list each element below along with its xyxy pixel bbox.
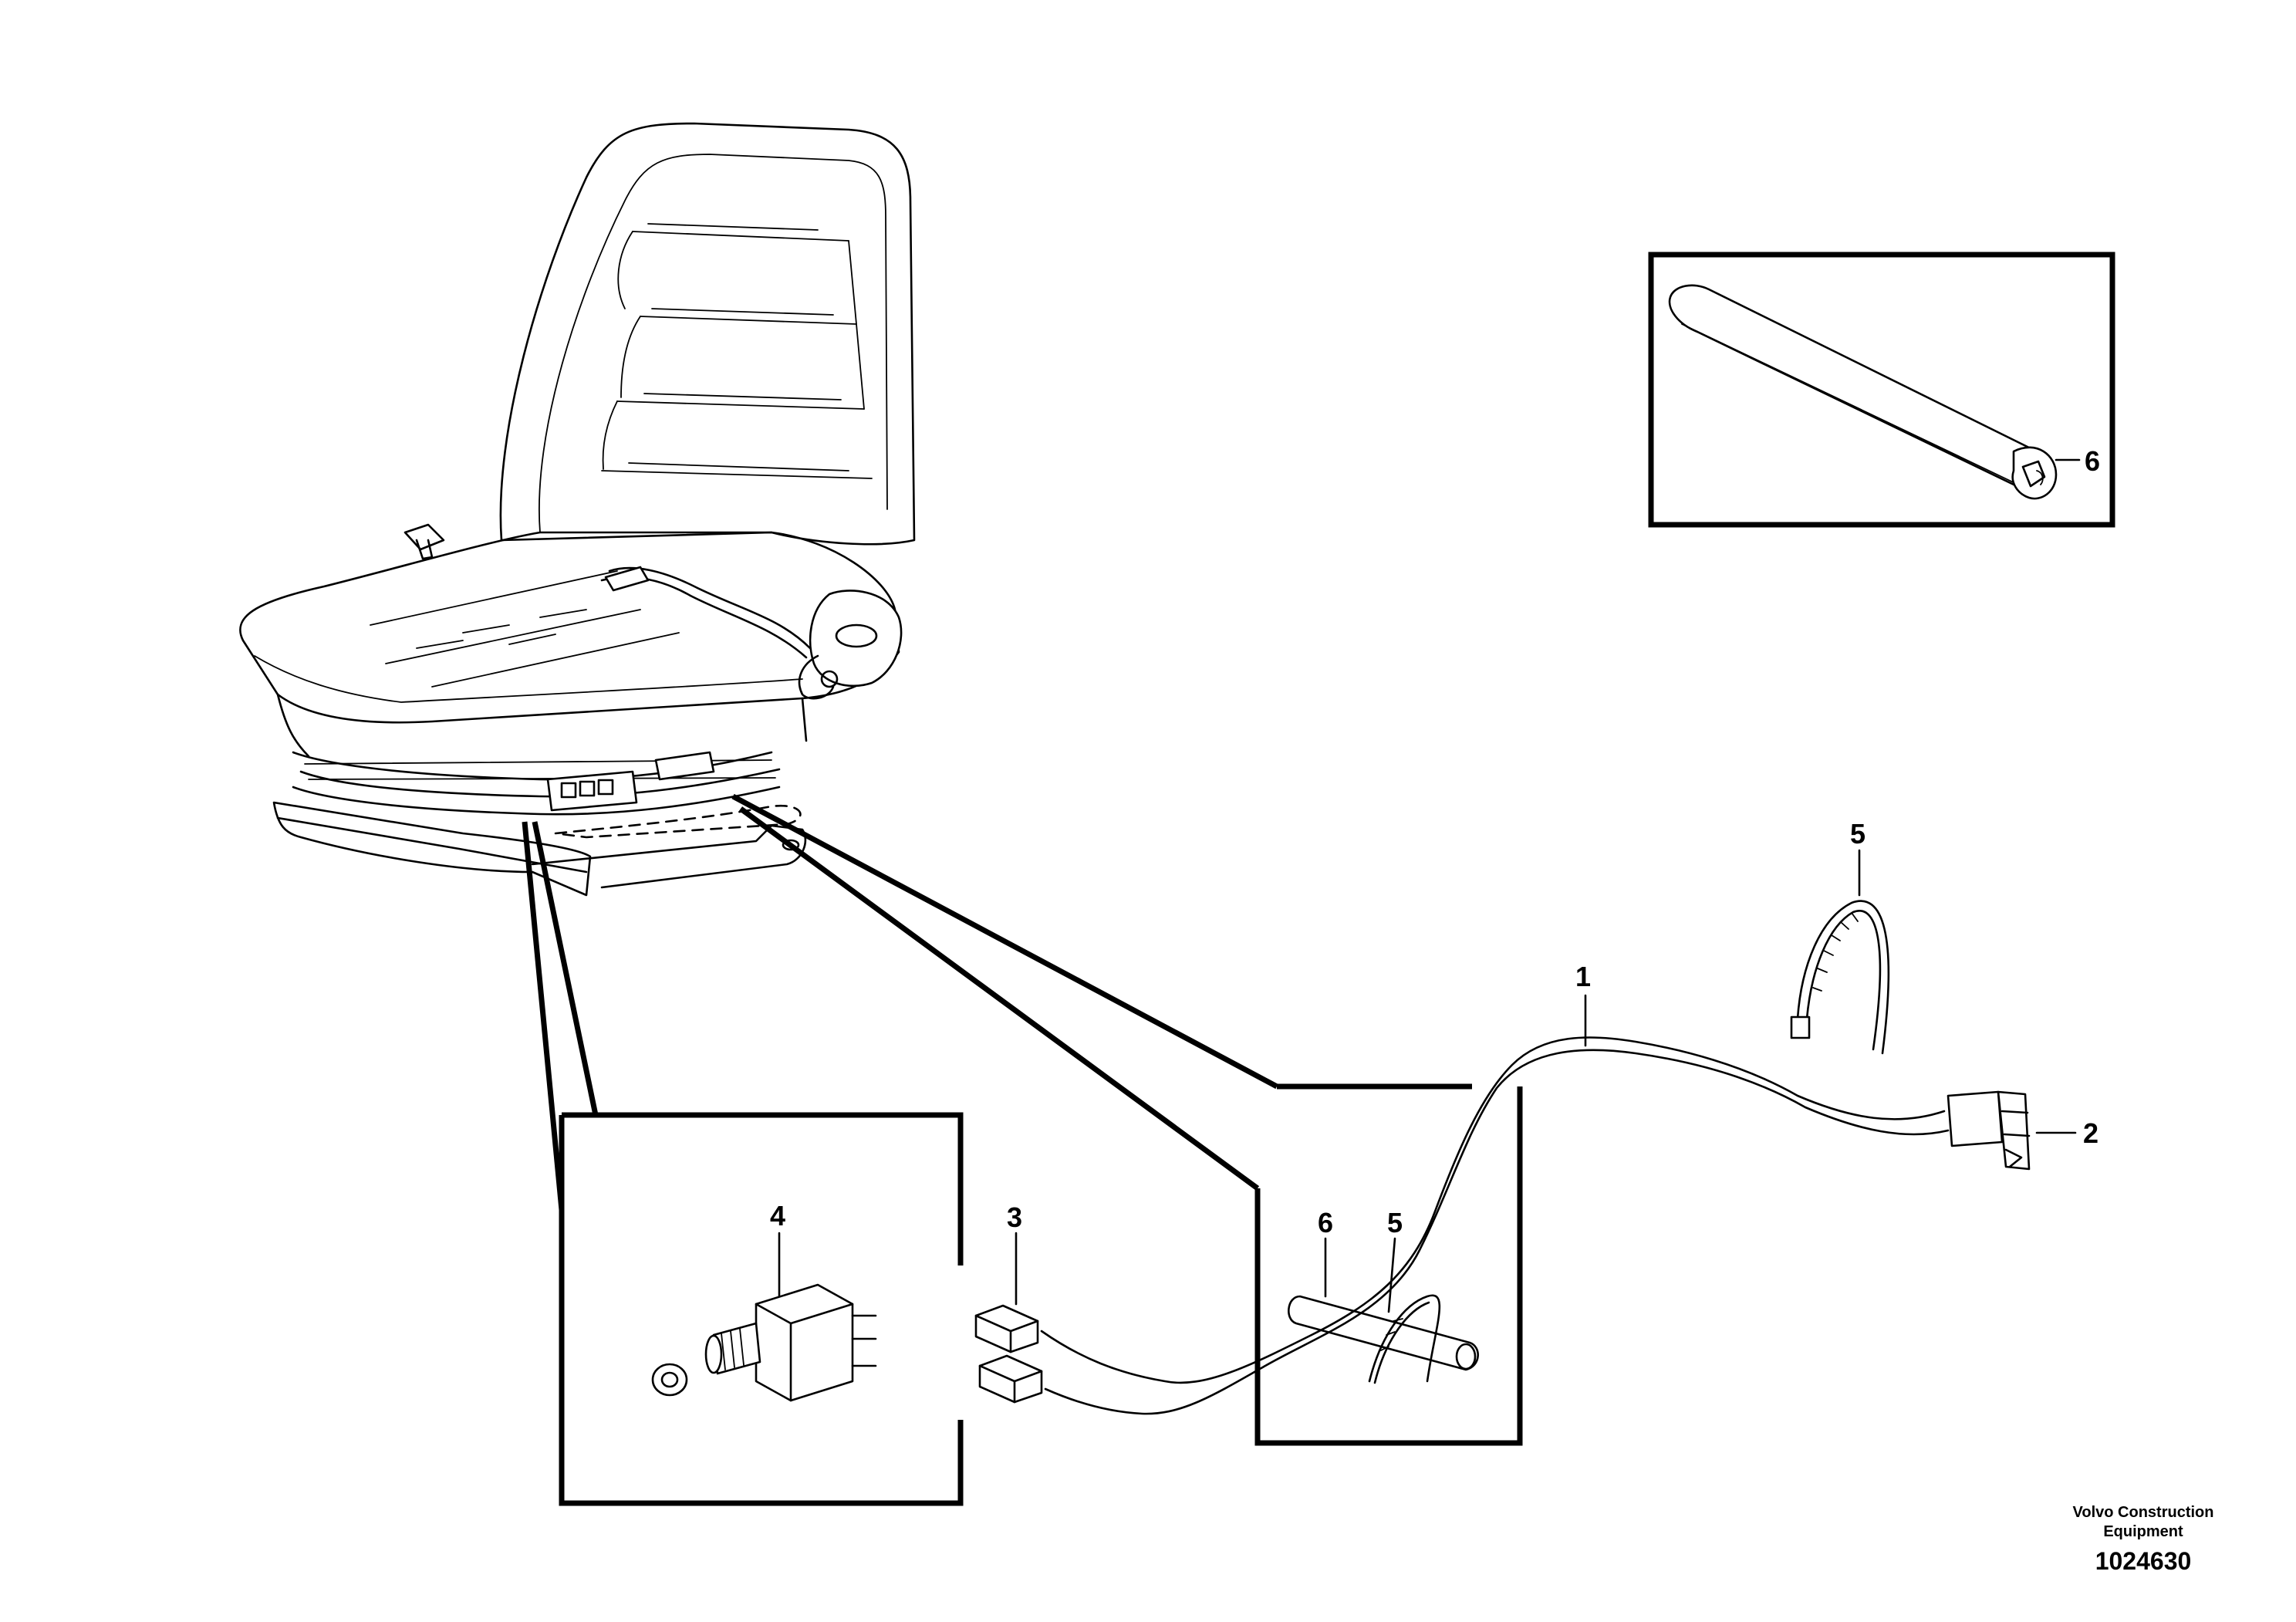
- detail-leaders: [522, 793, 1278, 1211]
- edge-protector-view-box: [1648, 252, 2115, 528]
- brand-line-2: Equipment: [2103, 1523, 2183, 1540]
- harness-connector: [1947, 1090, 2031, 1171]
- brand-line-1: Volvo Construction: [2073, 1504, 2214, 1521]
- callout-4: 4: [770, 1200, 785, 1232]
- callout-5-loose: 5: [1850, 818, 1866, 850]
- switch-detail-box: [559, 1112, 964, 1506]
- brand-footer: Volvo Construction Equipment 1024630: [2073, 1504, 2214, 1575]
- callout-3: 3: [1007, 1201, 1022, 1233]
- cable-tie-detail-box: [1254, 1083, 1523, 1446]
- rocker-switch: [651, 1283, 877, 1402]
- callout-labels: 1 2 3 4 5 5 6 6: [770, 445, 2100, 1238]
- cable-tie: [1790, 849, 1890, 1055]
- terminal-connectors: [974, 1232, 1043, 1404]
- operator-seat: [239, 122, 916, 897]
- callout-6-detail: 6: [1318, 1207, 1333, 1238]
- callout-2: 2: [2083, 1117, 2098, 1149]
- cable-harness: [1040, 994, 2077, 1415]
- figure-number: 1024630: [2095, 1547, 2192, 1575]
- callout-5-detail: 5: [1387, 1207, 1403, 1238]
- callout-6-view: 6: [2085, 445, 2100, 477]
- callout-1: 1: [1575, 961, 1591, 992]
- edge-protector: [1668, 284, 2058, 500]
